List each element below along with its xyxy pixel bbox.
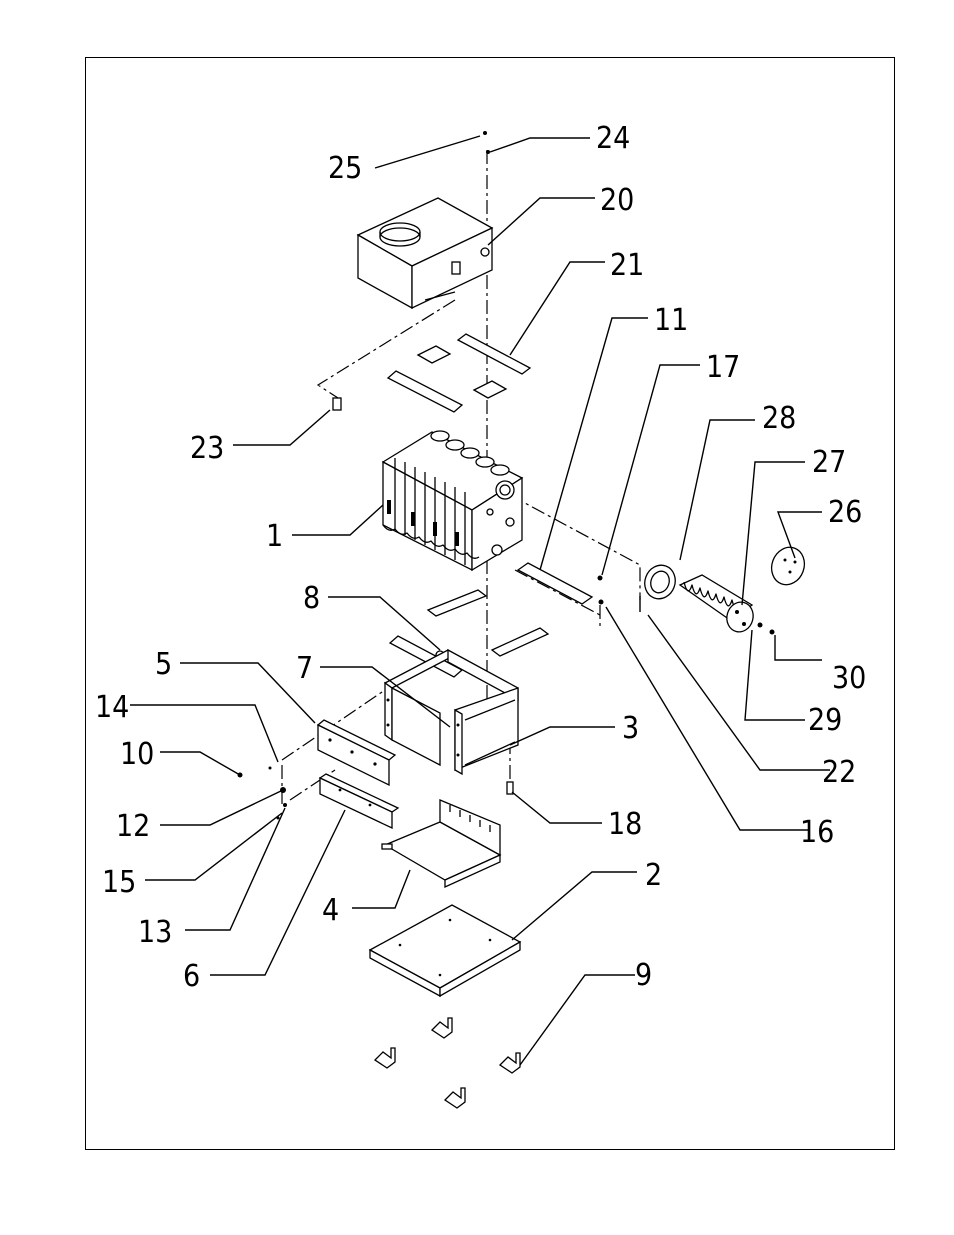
part-20-draft-hood (358, 198, 492, 308)
callout-25: 23 (190, 431, 224, 466)
part-29-fitting (758, 623, 763, 628)
part-25-clip (333, 398, 341, 410)
callout-13: 13 (138, 915, 172, 950)
callout-8: 8 (303, 581, 320, 616)
callout-21: 21 (610, 248, 644, 283)
callout-12: 12 (116, 809, 150, 844)
callout-11: 11 (654, 303, 688, 338)
part-27-burner (680, 575, 756, 635)
part-9-feet (375, 1018, 520, 1108)
callout-23: 24 (596, 121, 630, 156)
part-30-fitting (770, 630, 775, 635)
callout-30: 30 (832, 661, 866, 696)
part-24-screw (483, 131, 487, 135)
callout-5: 5 (155, 647, 172, 682)
callout-26: 26 (828, 495, 862, 530)
part-17-pin (598, 576, 603, 581)
callout-6: 6 (183, 959, 200, 994)
callout-18: 18 (608, 807, 642, 842)
part-4-burner-tray (382, 800, 500, 887)
part-2-base-plate (370, 905, 520, 996)
fasteners-10-15 (238, 767, 288, 820)
part-1-heat-exchanger (383, 431, 522, 570)
callout-22: 22 (822, 755, 856, 790)
callout-4: 4 (322, 893, 339, 928)
callout-9: 9 (635, 958, 652, 993)
part-23-screw (486, 150, 490, 154)
callout-2: 2 (645, 858, 662, 893)
callout-24: 25 (328, 151, 362, 186)
part-28-gasket (640, 561, 680, 603)
part-11-strip (518, 563, 592, 604)
callout-7: 7 (296, 651, 313, 686)
callout-3: 3 (622, 711, 639, 746)
callout-17: 17 (706, 350, 740, 385)
part-21-insulation-strips-top (388, 334, 530, 412)
callout-14: 14 (95, 690, 129, 725)
callout-28: 28 (762, 401, 796, 436)
part-16-pin (599, 600, 604, 605)
callout-16: 16 (800, 815, 834, 850)
callout-29: 29 (808, 703, 842, 738)
callout-1: 1 (266, 519, 283, 554)
callout-10: 10 (120, 737, 154, 772)
part-26-cover-plate (766, 543, 809, 590)
callout-15: 15 (102, 865, 136, 900)
callout-20: 20 (600, 183, 634, 218)
callout-27: 27 (812, 445, 846, 480)
